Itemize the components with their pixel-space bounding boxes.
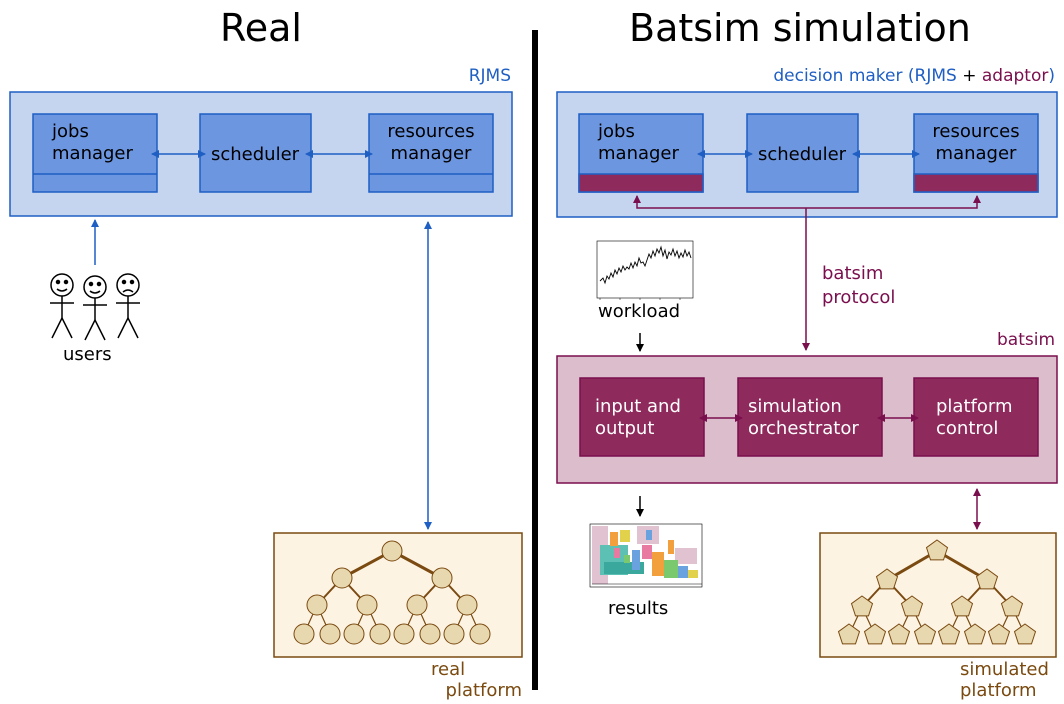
input-output-label-line2: output <box>595 418 655 439</box>
sim-resources-manager-box <box>913 113 1039 193</box>
orchestrator-box <box>737 377 883 457</box>
batsim-protocol-label-line2: protocol <box>822 287 896 308</box>
decision-maker-prefix: decision maker (RJMS <box>773 66 957 86</box>
jobs-manager-label-line2: manager <box>52 143 133 164</box>
real-platform-label: real platform <box>420 659 522 701</box>
platform-control-label-line2: control <box>936 418 999 439</box>
decision-maker-plus: + <box>956 66 982 86</box>
jobs-manager-label: jobs manager <box>52 121 133 165</box>
decision-maker-label: decision maker (RJMS + adaptor) <box>773 66 1055 86</box>
workload-label: workload <box>598 301 681 322</box>
platform-node <box>1013 623 1037 645</box>
platform-node <box>1000 595 1024 617</box>
platform-node <box>963 623 987 645</box>
sim-scheduler-box <box>746 113 859 193</box>
platform-node <box>975 568 999 590</box>
results-label: results <box>608 598 669 619</box>
real-title: Real <box>220 6 302 50</box>
real-platform-label-line2: platform <box>445 680 522 701</box>
orchestrator-label-line1: simulation <box>748 396 842 417</box>
simulated-platform-label: simulated platform <box>960 659 1049 701</box>
real-platform-label-line1: real <box>431 659 466 680</box>
platform-node <box>987 623 1011 645</box>
decision-maker-suffix: ) <box>1048 66 1055 86</box>
protocol-connector <box>633 195 981 351</box>
sim-jobs-manager-box <box>578 113 704 193</box>
sim-resources-manager-label-line2: manager <box>935 143 1017 164</box>
batsim-title: Batsim simulation <box>629 6 971 50</box>
platform-node <box>887 623 911 645</box>
resources-manager-label: resources manager <box>370 121 492 165</box>
input-output-box <box>579 377 705 457</box>
platform-control-label: platform control <box>936 396 1012 440</box>
batsim-protocol-label-line1: batsim <box>822 263 884 284</box>
sim-resources-manager-label: resources manager <box>915 121 1037 165</box>
sim-jobs-manager-label-line2: manager <box>598 143 679 164</box>
platform-node <box>875 568 899 590</box>
platform-node <box>863 623 887 645</box>
input-output-label-line1: input and <box>595 396 681 417</box>
platform-node <box>850 595 874 617</box>
workload-plot <box>596 240 694 300</box>
platform-node <box>937 623 961 645</box>
scheduler-label: scheduler <box>211 144 300 165</box>
users-icon <box>50 273 140 341</box>
jobs-manager-box <box>32 113 158 193</box>
batsim-protocol-label: batsim protocol <box>822 262 895 310</box>
sim-jobs-manager-label-line1: jobs <box>598 121 635 142</box>
platform-node <box>900 595 924 617</box>
sim-resources-manager-label-line1: resources <box>932 121 1020 142</box>
sim-scheduler-label: scheduler <box>758 144 847 165</box>
results-plot <box>589 523 703 588</box>
input-output-label: input and output <box>595 396 681 440</box>
platform-node <box>913 623 937 645</box>
jobs-manager-label-line1: jobs <box>52 121 89 142</box>
real-platform-tree <box>293 540 491 645</box>
rjms-label: RJMS <box>468 66 511 86</box>
sim-jobs-manager-label: jobs manager <box>598 121 679 165</box>
orchestrator-label-line2: orchestrator <box>748 418 859 439</box>
users-label: users <box>63 344 112 365</box>
platform-control-box <box>913 377 1039 457</box>
platform-control-label-line1: platform <box>936 396 1013 417</box>
simulated-platform-label-line1: simulated <box>960 659 1049 680</box>
platform-node <box>950 595 974 617</box>
platform-node <box>837 623 861 645</box>
batsim-label: batsim <box>996 330 1055 350</box>
orchestrator-label: simulation orchestrator <box>748 396 859 440</box>
resources-manager-label-line2: manager <box>390 143 472 164</box>
simulated-platform-tree <box>837 539 1037 645</box>
platform-node <box>925 539 949 561</box>
decision-maker-adaptor: adaptor <box>981 66 1049 86</box>
resources-manager-label-line1: resources <box>387 121 475 142</box>
simulated-platform-label-line2: platform <box>960 680 1037 701</box>
